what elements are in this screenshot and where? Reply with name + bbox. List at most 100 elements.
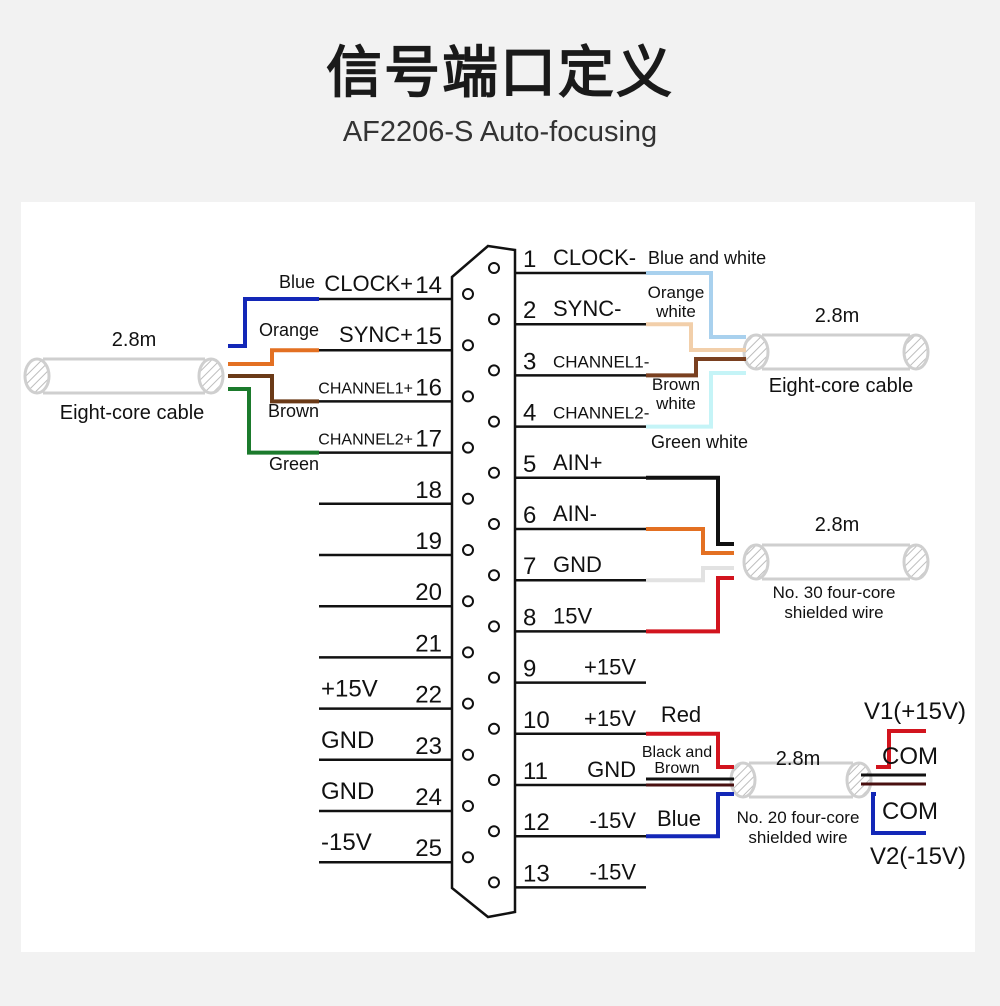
pin-number-13: 13 [523,860,550,887]
pin-12 [488,825,500,838]
pin-21 [462,646,474,659]
pin-label-7: GND [553,552,602,577]
right-bottom-cable-end-right [845,761,873,799]
wire-label-orange: Orange [259,320,319,340]
left-cable-length: 2.8m [112,329,156,351]
pin-7 [488,569,500,582]
pin-number-12: 12 [523,809,550,836]
pin-label-13: -15V [590,859,637,884]
wire-ain-minus [646,527,734,555]
pin-number-1: 1 [523,246,536,273]
pin-15 [462,339,474,352]
right-bottom-cable-name-1: No. 20 four-core [737,808,860,827]
connector-shell [450,244,517,919]
right-mid-cable-name-1: No. 30 four-core [773,583,896,602]
pin-label-24: GND [321,778,374,805]
wire-label-orange-white-2: white [655,302,696,321]
right-mid-cable-length: 2.8m [815,514,859,536]
page-subtitle: AF2206-S Auto-focusing [342,116,658,148]
page-title: 信号端口定义 [326,41,674,106]
pin-label-6: AIN- [553,501,597,526]
pin-label-23: GND [321,727,374,754]
pin-16 [462,390,474,403]
pin-label-1: CLOCK- [553,245,636,270]
wire-blue-white [646,271,746,339]
pin-number-22: 22 [415,682,442,709]
pin-10 [488,722,500,735]
pin-number-25: 25 [415,835,442,862]
right-mid-cable [742,543,930,581]
pin-number-20: 20 [415,579,442,606]
pin-label-12: -15V [590,808,637,833]
power-com-2-label: COM [882,798,938,825]
pin-label-15: SYNC+ [339,322,413,347]
right-top-cable-end-right [902,333,930,371]
pin-number-5: 5 [523,451,536,478]
right-bottom-cable-name-2: shielded wire [748,828,847,847]
wire-label-blue: Blue [279,272,315,292]
pin-number-17: 17 [415,426,442,453]
right-top-cable-sheath [762,333,910,371]
wire-orange-white [646,322,746,352]
pin-number-21: 21 [415,630,442,657]
wire-label-black-brown-2: Brown [654,760,699,777]
wire-v1 [876,729,926,769]
right-top-cable-end-left [742,333,770,371]
pin-label-11: GND [587,757,636,782]
pin-number-24: 24 [415,784,442,811]
pin-label-10: +15V [584,706,636,731]
right-bottom-cable-end-left [729,761,757,799]
wire-label-blue-power: Blue [657,806,701,831]
pin-label-2: SYNC- [553,296,621,321]
pin-5 [488,466,500,479]
pin-number-7: 7 [523,553,536,580]
right-top-cable-length: 2.8m [815,305,859,327]
left-cable-name: Eight-core cable [60,402,205,424]
pin-label-22: +15V [321,676,378,703]
wire-label-black-brown-1: Black and [642,744,712,761]
pin-17 [462,441,474,454]
pin-number-19: 19 [415,528,442,555]
pin-label-16: CHANNEL1+ [318,380,413,397]
right-top-cable-name: Eight-core cable [769,375,914,397]
pin-number-18: 18 [415,477,442,504]
pin-number-4: 4 [523,400,536,427]
pin-number-16: 16 [415,374,442,401]
right-mid-cable-sheath [762,543,910,581]
pin-label-17: CHANNEL2+ [318,432,413,449]
right-top-cable [742,333,930,371]
db25-connector [450,244,517,919]
pin-label-8: 15V [553,603,592,628]
pin-number-9: 9 [523,656,536,683]
pin-number-14: 14 [415,272,442,299]
right-bottom-cable [729,761,873,799]
pin-4 [488,415,500,428]
cable-group [23,333,930,799]
pin-6 [488,518,500,530]
wire-gnd-mid [646,566,734,583]
pin-number-10: 10 [523,707,550,734]
pin-number-15: 15 [415,323,442,350]
wire-label-brown: Brown [268,401,319,421]
left-cable [23,357,225,395]
pin-8 [488,620,500,633]
pin-number-8: 8 [523,604,536,631]
pin-22 [462,697,474,710]
pin-9 [488,671,500,684]
wire-green-left [228,387,319,455]
right-bottom-cable-length: 2.8m [776,748,820,770]
right-mid-cable-end-left [742,543,770,581]
power-v2-label: V2(-15V) [870,843,966,870]
wire-v2 [871,792,926,835]
pin-number-3: 3 [523,348,536,375]
pin-label-5: AIN+ [553,450,603,475]
left-cable-end-right [197,357,225,395]
wire-orange-left [228,348,319,366]
wire-brown-left [228,374,319,404]
wire-ain-plus [646,475,734,546]
pin-1 [488,262,500,274]
pin-number-11: 11 [523,758,548,785]
wire-label-red: Red [661,702,701,727]
